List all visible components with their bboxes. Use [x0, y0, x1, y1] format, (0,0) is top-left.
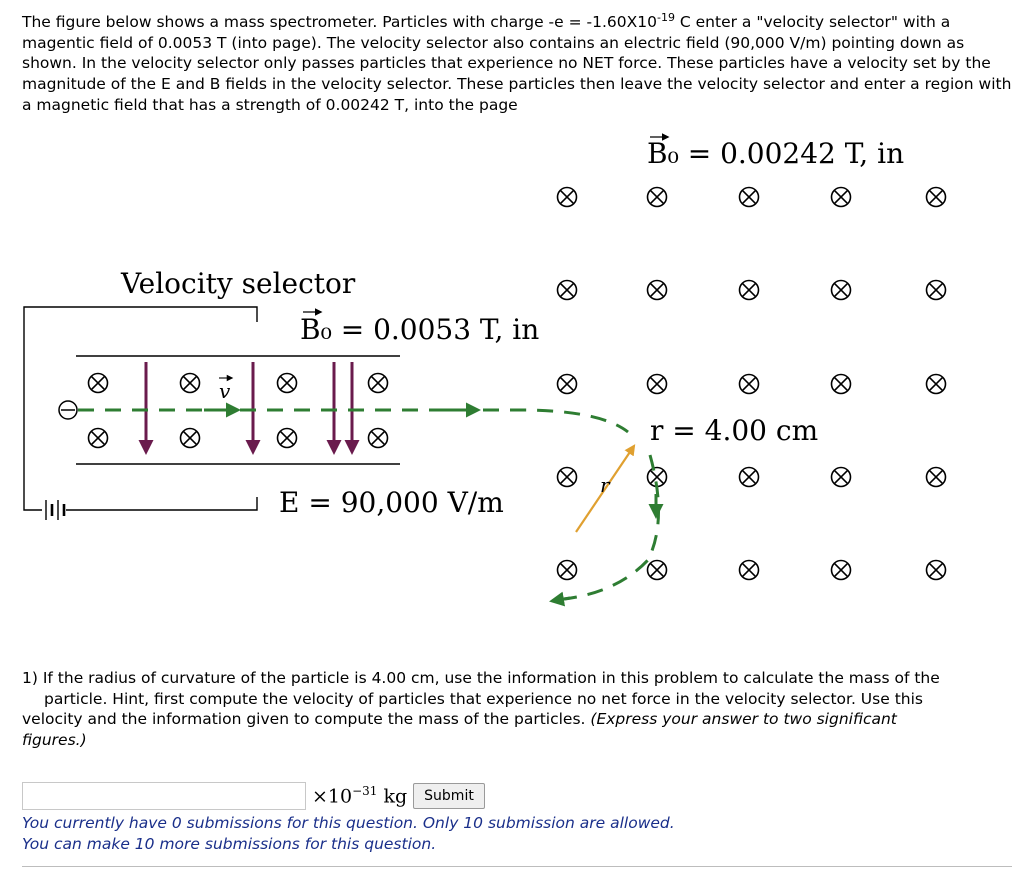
selector-b-field-label: B₀ = 0.0053 T, in [300, 313, 539, 346]
velocity-arrow-icon: v [204, 374, 241, 418]
problem-intro-exponent: -19 [656, 11, 675, 24]
question-line-3-text: velocity and the information given to co… [22, 710, 586, 729]
electric-field-arrows [138, 362, 360, 455]
region-b-field-label: B₀ = 0.00242 T, in [647, 137, 904, 170]
submit-button[interactable]: Submit [413, 783, 485, 809]
unit-exponent: −31 [352, 784, 378, 799]
e-field-label: E = 90,000 V/m [279, 486, 504, 519]
question-line-2: particle. Hint, first compute the veloci… [44, 689, 923, 708]
answer-row: ×10−31 kg Submit [22, 780, 485, 812]
problem-intro-post: C enter a "velocity selector" with a mag… [22, 13, 1012, 114]
radius-label: r = 4.00 cm [650, 414, 818, 447]
unit-suffix: kg [377, 785, 408, 808]
question-text: 1) If the radius of curvature of the par… [22, 668, 1012, 750]
answer-input[interactable] [22, 782, 306, 810]
submission-status: You currently have 0 submissions for thi… [22, 814, 675, 832]
radius-symbol: r [600, 473, 611, 497]
divider [22, 866, 1012, 867]
question-line-3: velocity and the information given to co… [22, 709, 1012, 730]
particle-path-straight [78, 408, 629, 434]
particle-path-curved [554, 454, 661, 602]
unit-prefix: ×10 [312, 785, 353, 808]
battery-icon [45, 500, 66, 520]
charge-negative-icon [58, 400, 78, 420]
problem-intro-pre: The figure below shows a mass spectromet… [22, 13, 657, 32]
velocity-symbol: v [219, 379, 231, 403]
mass-spectrometer-figure: B₀ = 0.00242 T, in Velocity selector B₀ … [0, 130, 1024, 650]
question-instruction-end: figures.) [22, 730, 87, 749]
question-line-1: 1) If the radius of curvature of the par… [22, 669, 940, 687]
radius-arrow [575, 444, 636, 533]
velocity-selector-title: Velocity selector [120, 267, 356, 300]
answer-unit: ×10−31 kg [312, 784, 407, 807]
problem-statement: The figure below shows a mass spectromet… [22, 8, 1012, 115]
question-instruction: (Express your answer to two significant [590, 710, 897, 729]
field-into-page-icon [556, 186, 947, 581]
submission-remaining: You can make 10 more submissions for thi… [22, 835, 437, 853]
